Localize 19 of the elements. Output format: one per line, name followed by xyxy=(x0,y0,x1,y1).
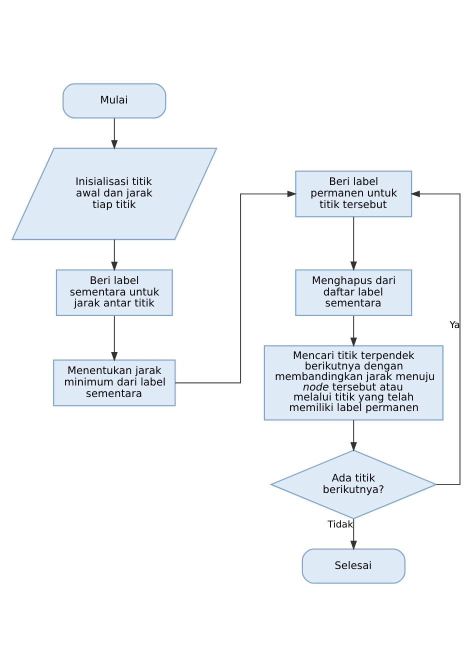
arrow xyxy=(111,117,118,150)
node-box: Mulai xyxy=(62,82,166,118)
node-box: Mencari titik terpendek berikutnya dengan membandingkan jarak menuju node tersebut atau melalui titik yang telah memiliki label permanen xyxy=(264,344,444,420)
arrow xyxy=(111,238,118,271)
edge-label: Ya xyxy=(450,319,460,330)
edge-label: Tidak xyxy=(328,518,354,530)
node-box: Selesai xyxy=(302,548,406,584)
node-diamond: Ada titik berikutnya? xyxy=(270,449,438,519)
arrow xyxy=(350,216,357,270)
node-box: Menentukan jarak minimum dari label sementara xyxy=(53,359,176,406)
arrow xyxy=(350,419,357,452)
arrow xyxy=(174,190,297,383)
node-box: Beri label permanen untuk titik tersebut xyxy=(295,170,412,217)
arrow xyxy=(410,190,460,484)
node-box: Menghapus dari daftar label sementara xyxy=(295,268,412,316)
arrow xyxy=(350,518,357,550)
node-box: Beri label sementara untuk jarak antar titik xyxy=(56,268,173,316)
arrow xyxy=(350,314,357,347)
arrow xyxy=(111,314,118,361)
